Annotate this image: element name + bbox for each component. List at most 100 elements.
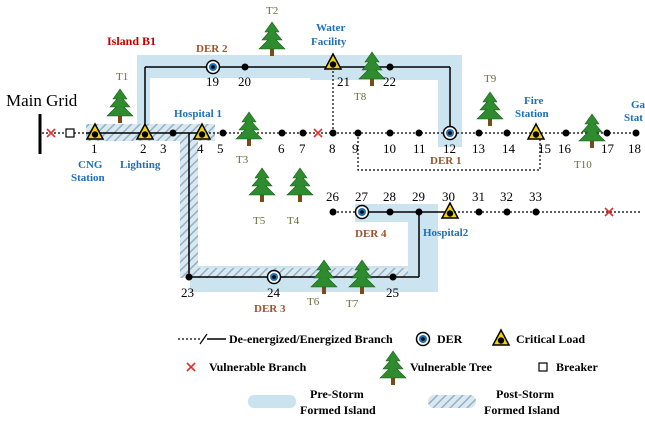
- tree-label-t6: T6: [307, 296, 320, 308]
- bus-node-22: [386, 63, 394, 71]
- legend-vulnerable-tree: Vulnerable Tree: [410, 360, 493, 374]
- node-label-12: 12: [443, 141, 456, 156]
- node-label-1: 1: [91, 141, 98, 156]
- node-label-23: 23: [181, 285, 194, 300]
- bus-node-3: [169, 129, 177, 137]
- legend-vulnerable-branch: Vulnerable Branch: [209, 360, 307, 374]
- der-label-3: DER 3: [254, 303, 286, 315]
- facility-label-fire-2: Station: [515, 108, 549, 120]
- node-label-21: 21: [337, 74, 350, 89]
- node-label-6: 6: [278, 141, 285, 156]
- bus-node-25: [389, 273, 397, 281]
- der-icon: [415, 331, 431, 347]
- tree-label-t2: T2: [266, 5, 278, 17]
- node-label-2: 2: [140, 141, 147, 156]
- der-icon: [266, 269, 282, 285]
- pre-storm-swatch: [248, 395, 296, 408]
- node-label-16: 16: [558, 141, 572, 156]
- facility-label-cng-2: Station: [71, 172, 105, 184]
- facility-label-gas: Ga: [631, 99, 645, 111]
- node-label-17: 17: [601, 141, 615, 156]
- bus-node-7: [299, 129, 307, 137]
- main-grid-label: Main Grid: [6, 91, 78, 110]
- legend-der: DER: [437, 332, 463, 346]
- node-label-18: 18: [628, 141, 641, 156]
- node-label-19: 19: [206, 74, 219, 89]
- bus-node-11: [415, 129, 423, 137]
- tree-icon: [379, 350, 407, 386]
- critical-load-icon: [441, 202, 459, 219]
- bus-node-32: [503, 208, 511, 216]
- facility-label-lighting: Lighting: [120, 159, 161, 171]
- bus-node-13: [475, 129, 483, 137]
- bus-node-16: [562, 129, 570, 137]
- vulnerable-branch-mark: [46, 128, 56, 138]
- bus-node-9: [354, 129, 362, 137]
- der-label-2: DER 2: [196, 43, 228, 55]
- facility-label-water: Water: [316, 22, 345, 34]
- post-storm-swatch: [428, 395, 476, 408]
- node-label-22: 22: [383, 74, 396, 89]
- bus-node-33: [532, 208, 540, 216]
- node-label-3: 3: [160, 141, 167, 156]
- node-label-11: 11: [413, 141, 426, 156]
- island-title: Island B1: [107, 34, 156, 48]
- der-icon: [354, 204, 370, 220]
- bus-node-18: [632, 129, 640, 137]
- node-label-5: 5: [217, 141, 224, 156]
- facility-label-fire: Fire: [524, 95, 543, 107]
- tree-icon: [286, 167, 314, 203]
- bus-node-14: [503, 129, 511, 137]
- node-label-8: 8: [329, 141, 336, 156]
- node-label-20: 20: [238, 74, 251, 89]
- vulnerable-branch-mark: [186, 362, 196, 372]
- breaker-icon: [538, 362, 548, 372]
- tree-label-t4: T4: [287, 215, 300, 227]
- tree-label-t5: T5: [253, 215, 266, 227]
- tree-icon: [106, 88, 134, 124]
- bus-node-17: [603, 129, 611, 137]
- tree-icon: [248, 167, 276, 203]
- critical-load-icon: [492, 329, 510, 346]
- facility-label-cng: CNG: [78, 159, 103, 171]
- node-label-4: 4: [197, 141, 204, 156]
- facility-label-hospital1: Hospital 1: [174, 108, 222, 120]
- bus-node-26: [329, 208, 337, 216]
- tree-label-t9: T9: [484, 73, 497, 85]
- tree-icon: [258, 21, 286, 57]
- legend-branch: De-energized/Energized Branch: [229, 332, 393, 346]
- legend: De-energized/Energized Branch DER Critic…: [178, 329, 598, 417]
- bus-node-20: [241, 63, 249, 71]
- legend-critical-load: Critical Load: [516, 332, 585, 346]
- tree-label-t1: T1: [116, 71, 128, 83]
- tree-label-t10: T10: [574, 159, 592, 171]
- tree-icon: [235, 111, 263, 147]
- node-label-27: 27: [355, 189, 369, 204]
- der-label-4: DER 4: [355, 228, 387, 240]
- bus-node-31: [475, 208, 483, 216]
- bus-node-6: [278, 129, 286, 137]
- pre-storm-island-region-lower: [190, 204, 438, 292]
- legend-pre-storm-2: Formed Island: [300, 403, 376, 417]
- node-label-28: 28: [383, 189, 396, 204]
- tree-label-t7: T7: [346, 298, 359, 310]
- facility-label-hospital2: Hospital2: [423, 227, 469, 239]
- node-label-33: 33: [529, 189, 542, 204]
- legend-pre-storm: Pre-Storm: [310, 387, 364, 401]
- tree-label-t3: T3: [236, 154, 249, 166]
- bus-node-28: [386, 208, 394, 216]
- legend-post-storm-2: Formed Island: [484, 403, 560, 417]
- node-label-9: 9: [352, 141, 359, 156]
- bus-node-23: [185, 273, 193, 281]
- facility-label-water-2: Facility: [311, 36, 347, 48]
- tree-icon: [476, 91, 504, 127]
- node-label-30: 30: [442, 189, 455, 204]
- node-label-7: 7: [299, 141, 306, 156]
- bus-node-10: [386, 129, 394, 137]
- node-label-25: 25: [386, 285, 399, 300]
- node-label-14: 14: [502, 141, 516, 156]
- bus-node-29: [415, 208, 423, 216]
- node-label-32: 32: [500, 189, 513, 204]
- node-label-31: 31: [472, 189, 485, 204]
